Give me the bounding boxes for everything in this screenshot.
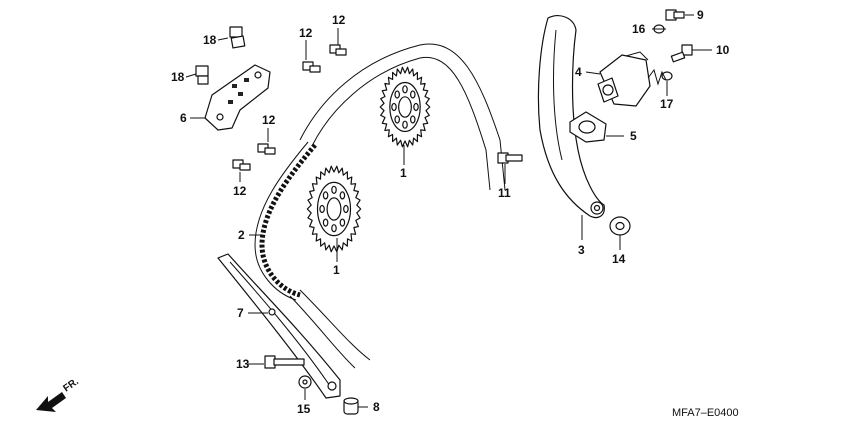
collar-8 xyxy=(343,397,359,415)
bolt-10 xyxy=(670,44,693,63)
callout-17: 17 xyxy=(660,97,674,111)
leader-lines xyxy=(185,14,712,408)
bolt-18-lower xyxy=(195,65,209,85)
callout-12-a: 12 xyxy=(332,13,346,27)
bolt-18-upper xyxy=(229,26,246,49)
cam-sprocket-upper xyxy=(379,66,431,148)
bolt-13 xyxy=(264,355,305,369)
callout-5: 5 xyxy=(630,129,637,143)
chain-guide-plate xyxy=(204,64,271,131)
chain-guide xyxy=(217,253,341,399)
diagram-code: MFA7–E0400 xyxy=(672,407,739,419)
callout-2: 2 xyxy=(238,228,245,242)
callout-16: 16 xyxy=(632,22,646,36)
callout-12-d: 12 xyxy=(233,184,247,198)
callout-8: 8 xyxy=(373,400,380,414)
callout-13: 13 xyxy=(236,357,250,371)
bolt-12-c xyxy=(257,143,276,155)
callout-4: 4 xyxy=(575,65,582,79)
cam-chain xyxy=(254,43,506,369)
tensioner-gasket xyxy=(569,111,607,143)
callout-1-lower: 1 xyxy=(333,263,340,277)
cam-sprocket-lower xyxy=(306,165,362,253)
callout-6: 6 xyxy=(180,111,187,125)
callout-10: 10 xyxy=(716,43,730,57)
callout-12-c: 12 xyxy=(262,113,276,127)
callout-12-b: 12 xyxy=(299,26,313,40)
callout-18-b: 18 xyxy=(171,70,185,84)
callout-3: 3 xyxy=(578,243,585,257)
callout-9: 9 xyxy=(697,8,704,22)
bolt-12-b xyxy=(302,61,321,73)
callout-18-a: 18 xyxy=(203,33,217,47)
callout-1-upper: 1 xyxy=(400,166,407,180)
bolt-12-d xyxy=(232,159,251,171)
tensioner-arm xyxy=(537,15,605,219)
callout-11: 11 xyxy=(498,186,511,200)
direction-label: FR. xyxy=(61,376,81,394)
bolt-9 xyxy=(665,9,685,21)
callout-15: 15 xyxy=(297,402,311,416)
callout-7: 7 xyxy=(237,306,244,320)
tensioner-lifter xyxy=(597,51,651,107)
bolt-12-a xyxy=(329,44,347,56)
washer-15 xyxy=(298,375,312,389)
washer-14 xyxy=(609,216,631,236)
callout-labels: 18 18 6 12 12 12 12 1 1 2 7 13 15 8 11 3… xyxy=(171,8,730,416)
bolt-11 xyxy=(497,152,523,164)
front-direction-arrow: FR. xyxy=(36,376,81,412)
callout-14: 14 xyxy=(612,252,626,266)
